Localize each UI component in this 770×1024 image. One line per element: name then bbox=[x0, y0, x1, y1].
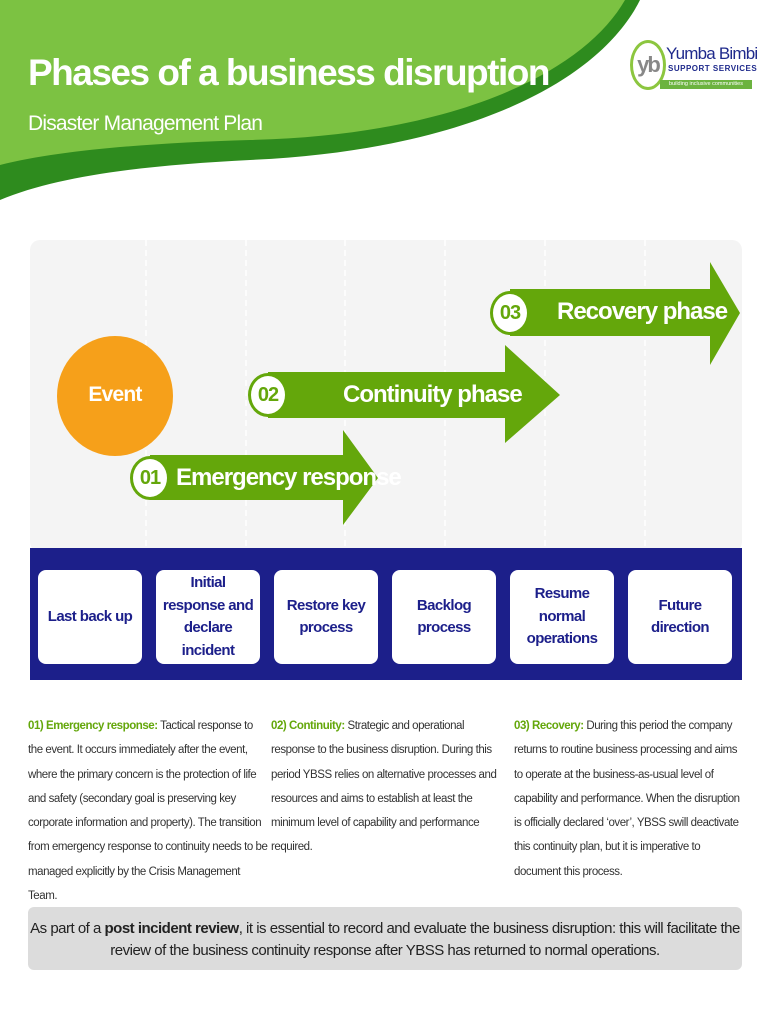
phase-label-02: Continuity phase bbox=[343, 381, 523, 408]
step-box: Restore key process bbox=[274, 570, 378, 664]
post-incident-note: As part of a post incident review, it is… bbox=[28, 907, 742, 970]
steps-band bbox=[30, 548, 742, 680]
header-swoosh bbox=[0, 0, 640, 200]
description-heading: 03) Recovery: bbox=[514, 720, 584, 732]
description-continuity: 02) Continuity: Strategic and operationa… bbox=[271, 714, 499, 860]
phase-arrows bbox=[145, 240, 740, 548]
step-box: Initial response and declare incident bbox=[156, 570, 260, 664]
description-heading: 02) Continuity: bbox=[271, 720, 345, 732]
logo-tagline: building inclusive communities bbox=[660, 80, 752, 89]
step-box: Last back up bbox=[38, 570, 142, 664]
note-text: , it is essential to record and evaluate… bbox=[110, 920, 740, 959]
page-subtitle: Disaster Management Plan bbox=[28, 112, 263, 135]
arrow-02 bbox=[268, 345, 560, 443]
description-text: Tactical response to the event. It occur… bbox=[28, 720, 268, 903]
event-circle: Event bbox=[57, 336, 173, 456]
arrow-01 bbox=[150, 430, 378, 525]
note-emphasis: post incident review bbox=[104, 920, 240, 937]
phase-label-01: Emergency response bbox=[176, 464, 402, 491]
phase-number-02: 02 bbox=[248, 373, 288, 417]
company-logo: yb Yumba Bimbi SUPPORT SERVICES building… bbox=[630, 38, 762, 100]
description-heading: 01) Emergency response: bbox=[28, 720, 158, 732]
description-text: Strategic and operational response to th… bbox=[271, 720, 497, 854]
step-box: Backlog process bbox=[392, 570, 496, 664]
arrow-03 bbox=[510, 262, 740, 365]
description-emergency: 01) Emergency response: Tactical respons… bbox=[28, 714, 268, 908]
page-title: Phases of a business disruption bbox=[28, 52, 550, 93]
logo-subname: SUPPORT SERVICES bbox=[668, 64, 758, 73]
description-recovery: 03) Recovery: During this period the com… bbox=[514, 714, 744, 884]
logo-name: Yumba Bimbi bbox=[666, 44, 758, 63]
step-box: Future direction bbox=[628, 570, 732, 664]
description-text: During this period the company returns t… bbox=[514, 720, 740, 878]
logo-mark: yb bbox=[630, 40, 666, 90]
phase-number-03: 03 bbox=[490, 291, 530, 335]
step-box: Resume normal operations bbox=[510, 570, 614, 664]
phase-number-01: 01 bbox=[130, 456, 170, 500]
phase-label-03: Recovery phase bbox=[557, 298, 728, 325]
note-text: As part of a bbox=[30, 920, 105, 937]
